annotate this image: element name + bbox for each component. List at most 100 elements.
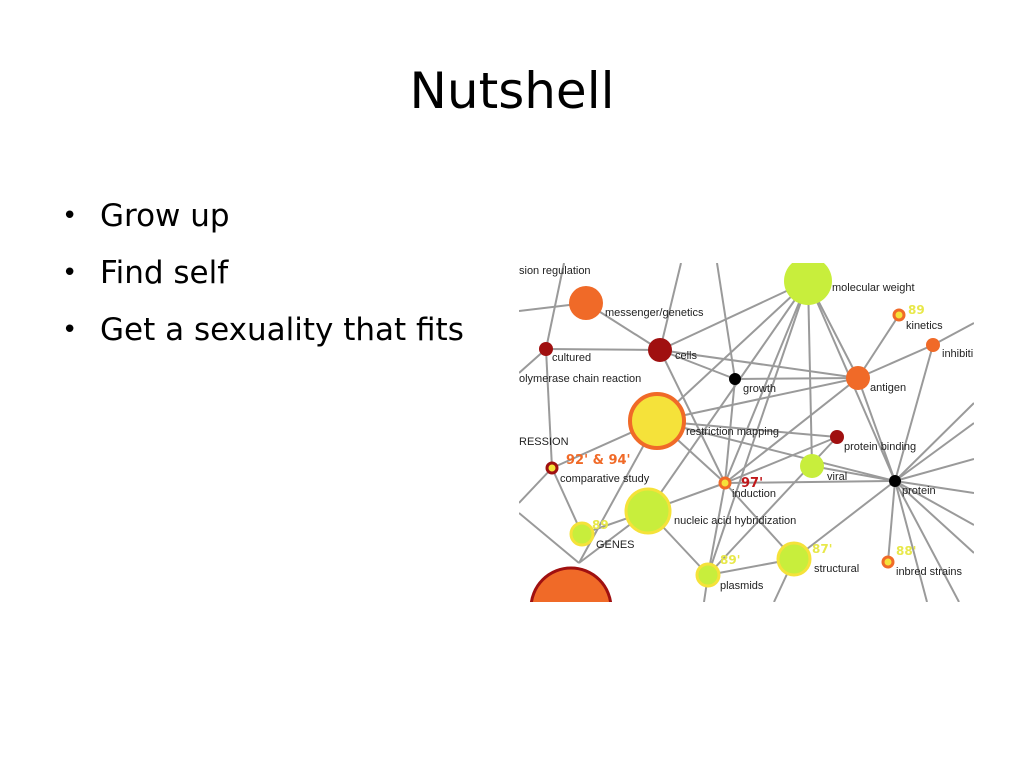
node-viral — [800, 454, 824, 478]
edge — [647, 280, 809, 512]
edge — [734, 377, 859, 380]
edge — [545, 348, 553, 469]
label-molecular-weight: molecular weight — [832, 282, 915, 294]
label-induction: induction — [732, 488, 776, 500]
label-restriction-mapping: restriction mapping — [686, 426, 779, 438]
bullet-text: Grow up — [100, 198, 230, 234]
edge — [894, 458, 974, 482]
node-cells — [648, 338, 672, 362]
label-plasmids: plasmids — [720, 580, 764, 592]
edge — [659, 349, 736, 380]
graph-nodes — [529, 263, 940, 602]
year-comparative: 92' & 94' — [566, 453, 631, 468]
label-growth: growth — [743, 383, 776, 395]
edge — [519, 512, 580, 564]
node-messenger-genetics — [569, 286, 603, 320]
edge — [707, 280, 809, 576]
label-sion-regulation: sion regulation — [519, 265, 591, 277]
label-kinetics: kinetics — [906, 320, 943, 332]
label-polymerase: olymerase chain reaction — [519, 373, 641, 385]
edge — [793, 480, 896, 560]
label-ression: RESSION — [519, 436, 569, 448]
node-comparative-study — [545, 461, 559, 475]
edge — [894, 480, 928, 602]
edge — [724, 378, 736, 484]
bullet-item: • Find self — [62, 245, 464, 302]
edge — [894, 480, 960, 602]
label-protein-binding: protein binding — [844, 441, 916, 453]
node-cultured — [539, 342, 553, 356]
node-structural — [776, 541, 812, 577]
label-inhibiti: inhibiti — [942, 348, 973, 360]
edge — [811, 465, 896, 482]
edge — [659, 349, 859, 379]
node-inbred-strains — [881, 555, 895, 569]
node-large-bottom — [529, 566, 613, 602]
bullet-list: • Grow up • Find self •Get a sexuality tha… — [62, 188, 464, 359]
edge — [807, 280, 813, 467]
node-kinetics — [892, 308, 906, 322]
year-induction: 97' — [741, 476, 763, 491]
node-inhibiti — [926, 338, 940, 352]
node-genes — [569, 521, 595, 547]
label-viral: viral — [827, 471, 847, 483]
edge — [894, 344, 934, 482]
bullet-dot-icon: • — [62, 201, 78, 231]
bullet-text: Find self — [100, 255, 229, 291]
label-nucleic-acid: nucleic acid hybridization — [674, 515, 796, 527]
label-structural: structural — [814, 563, 859, 575]
edge — [659, 349, 726, 484]
node-induction — [718, 476, 732, 490]
edge — [656, 377, 859, 422]
label-genes: GENES — [596, 539, 635, 551]
bullet-dot-icon: • — [62, 258, 78, 288]
edge — [894, 422, 974, 482]
label-cultured: cultured — [552, 352, 591, 364]
bullet-item: • Grow up — [62, 188, 464, 245]
edge — [519, 467, 553, 504]
year-kinetics: 89 — [908, 303, 925, 317]
node-antigen — [846, 366, 870, 390]
edge — [656, 280, 809, 422]
label-cells: cells — [675, 350, 698, 362]
edge — [894, 480, 974, 554]
edge — [656, 420, 896, 482]
edge — [894, 480, 974, 494]
edge — [724, 377, 859, 484]
network-graph-svg: sion regulation messenger/genetics molec… — [519, 263, 974, 602]
node-nucleic-acid — [624, 487, 672, 535]
node-molecular-weight — [784, 263, 832, 305]
edge — [894, 480, 974, 526]
year-inbred: 88' — [896, 544, 916, 558]
edge — [659, 280, 809, 351]
edge — [724, 436, 838, 484]
bullet-dot-icon: • — [62, 315, 78, 345]
year-genes: 89 — [592, 518, 609, 532]
node-plasmids — [695, 562, 721, 588]
edge — [716, 263, 736, 380]
edge — [857, 314, 900, 379]
edge — [724, 480, 896, 484]
bullet-item: •Get a sexuality that fits — [62, 302, 464, 359]
label-protein: protein — [902, 485, 936, 497]
label-inbred-strains: inbred strains — [896, 566, 963, 578]
edge — [545, 348, 661, 351]
year-structural: 87' — [812, 542, 832, 556]
node-growth — [729, 373, 741, 385]
edge — [707, 482, 726, 576]
network-graph-image: sion regulation messenger/genetics molec… — [519, 263, 974, 602]
node-protein — [889, 475, 901, 487]
graph-labels: sion regulation messenger/genetics molec… — [519, 265, 973, 592]
slide-title: Nutshell — [409, 62, 615, 120]
edge — [857, 377, 896, 482]
label-comparative-study: comparative study — [560, 473, 650, 485]
edge — [887, 480, 896, 563]
edge — [656, 420, 838, 438]
edge — [932, 322, 974, 346]
label-messenger-genetics: messenger/genetics — [605, 307, 704, 319]
edge — [724, 280, 809, 484]
year-plasmids: 89' — [720, 553, 740, 567]
edge — [659, 263, 682, 351]
edge — [857, 344, 934, 379]
node-restriction-mapping — [628, 392, 686, 450]
